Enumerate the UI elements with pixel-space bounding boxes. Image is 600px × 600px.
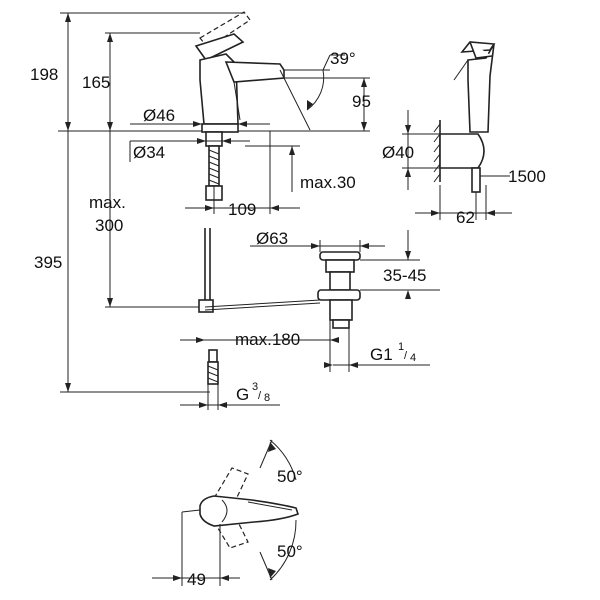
dim-g38: G 3 / 8 (180, 381, 280, 410)
dim-dia46: Ø46 (130, 106, 270, 127)
label-62: 62 (456, 208, 475, 227)
dim-198: 198 (30, 12, 245, 131)
dim-1500: 1500 (480, 167, 546, 186)
label-dia46: Ø46 (143, 106, 175, 125)
hand-shower (433, 41, 496, 220)
label-dia40: Ø40 (382, 143, 414, 162)
dim-39: 39° (279, 49, 356, 131)
label-395: 395 (34, 253, 62, 272)
label-g38-frac-num: 3 (252, 381, 258, 393)
dim-g1-quarter: G1 1 / 4 (324, 328, 430, 372)
faucet-side-view (194, 11, 285, 385)
dim-dia34: Ø34 (129, 138, 250, 162)
label-max300-b: 300 (95, 216, 123, 235)
dim-max180: max.180 (180, 320, 339, 372)
dim-49: 49 (152, 512, 240, 589)
label-50-bottom: 50° (277, 542, 303, 561)
label-g38: G (236, 385, 249, 404)
label-g1-frac-den: 4 (410, 352, 416, 364)
dim-50-bottom: 50° (259, 519, 303, 581)
dim-dia63: Ø63 (250, 229, 385, 252)
dim-50-top: 50° (259, 439, 303, 486)
svg-text:/: / (404, 350, 408, 362)
svg-text:/: / (258, 390, 262, 402)
dim-395: 395 (34, 131, 210, 393)
pop-up-waste (204, 251, 361, 329)
label-g1-frac-num: 1 (398, 341, 404, 353)
dim-max30: max.30 (245, 145, 356, 192)
label-max300-a: max. (89, 193, 126, 212)
label-dia63: Ø63 (256, 229, 288, 248)
faucet-top-view (181, 467, 300, 549)
dim-35-45: 35-45 (360, 230, 440, 299)
label-dia34: Ø34 (133, 143, 165, 162)
label-max30: max.30 (300, 173, 356, 192)
label-95: 95 (352, 92, 371, 111)
dim-62: 62 (415, 185, 512, 227)
dim-109: 109 (185, 131, 300, 219)
label-50-top: 50° (277, 467, 303, 486)
label-g38-frac-den: 8 (264, 392, 270, 404)
label-1500: 1500 (508, 167, 546, 186)
label-165: 165 (82, 73, 110, 92)
dim-95: 95 (284, 77, 371, 131)
dim-max300: max. 300 (89, 131, 205, 308)
label-g1: G1 (370, 345, 393, 364)
dim-dia40: Ø40 (382, 110, 440, 190)
label-35-45: 35-45 (383, 266, 426, 285)
dim-165: 165 (82, 32, 200, 131)
label-max180: max.180 (235, 330, 300, 349)
label-49: 49 (187, 570, 206, 589)
label-39-degree: 39° (330, 49, 356, 68)
label-109: 109 (228, 200, 256, 219)
label-198: 198 (30, 65, 58, 84)
